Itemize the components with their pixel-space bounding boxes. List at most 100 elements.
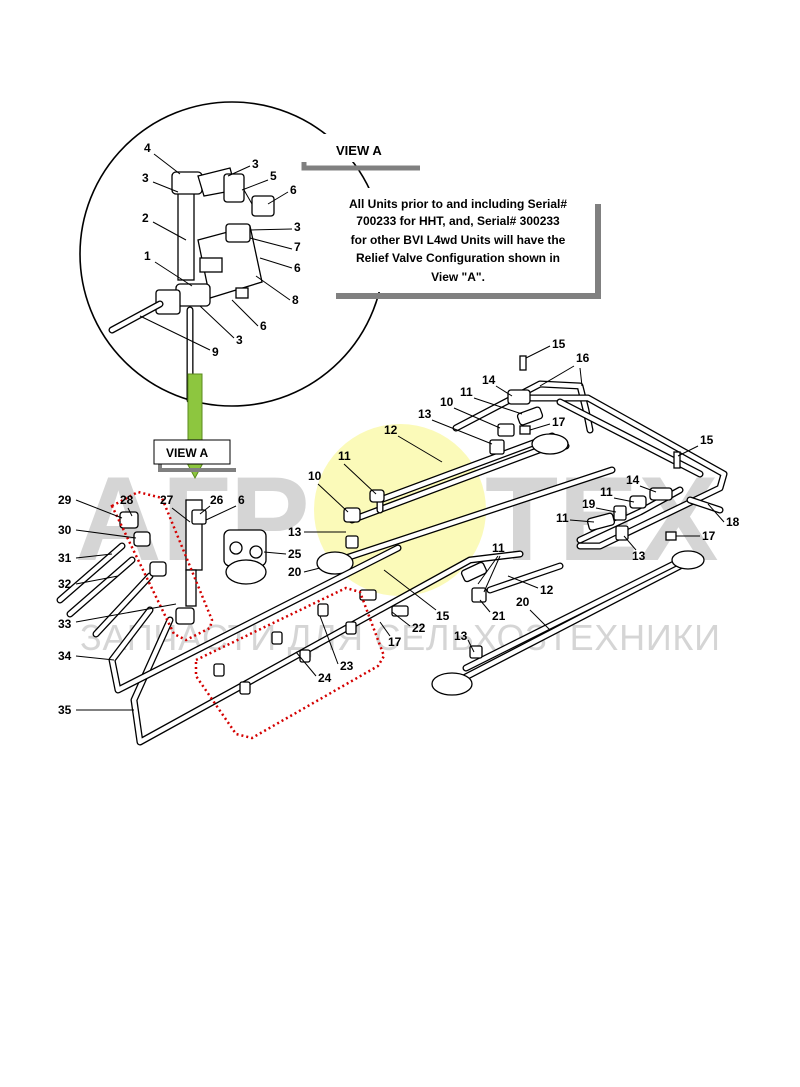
callout-3: 3 — [252, 157, 259, 171]
clamp-22 — [359, 589, 377, 601]
fitting-30b — [149, 561, 167, 577]
fitting-11-lower — [460, 561, 488, 583]
callout-13: 13 — [632, 549, 646, 563]
clamp-22b — [391, 605, 409, 617]
callout-30: 30 — [58, 523, 72, 537]
bolt-15-top — [519, 355, 527, 371]
callout-11: 11 — [492, 541, 505, 555]
callout-13: 13 — [454, 629, 468, 643]
callout-20: 20 — [516, 595, 530, 609]
callout-21: 21 — [492, 609, 506, 623]
callout-24: 24 — [318, 671, 332, 685]
callout-5: 5 — [270, 169, 277, 183]
callout-15: 15 — [700, 433, 714, 447]
callout-14: 14 — [482, 373, 496, 387]
callout-13: 13 — [288, 525, 302, 539]
callout-6: 6 — [260, 319, 267, 333]
cylinder-eye-left — [316, 551, 354, 575]
callout-6: 6 — [238, 493, 245, 507]
note-line-4: Relief Valve Configuration shown in — [356, 251, 560, 265]
highlight-left — [110, 490, 214, 642]
cylinder-eye-lower — [431, 672, 473, 696]
callout-16: 16 — [576, 351, 590, 365]
fitting-30c — [175, 607, 195, 625]
fitting-11-far-right — [586, 512, 616, 531]
fitting-26 — [191, 509, 207, 525]
callout-17: 17 — [552, 415, 566, 429]
nut-6-top — [251, 195, 275, 217]
fitting-14-right — [649, 487, 673, 501]
fitting-19 — [613, 505, 627, 521]
adapter-3 — [223, 173, 245, 203]
view-a-arrow-label: VIEW A — [166, 446, 209, 460]
clamp-24-d — [239, 681, 251, 695]
callout-33: 33 — [58, 617, 72, 631]
elbow-4 — [171, 171, 203, 195]
highlight-clamps — [194, 586, 386, 740]
clamp-24-a — [271, 631, 283, 645]
callout-19: 19 — [582, 497, 596, 511]
view-a-arrow: VIEW A — [153, 373, 236, 480]
nut-17-right — [665, 531, 677, 541]
fitting-30a — [133, 531, 151, 547]
fitting-14-top — [507, 389, 531, 405]
pipe-network — [56, 380, 728, 746]
nut-17-top — [519, 425, 531, 435]
callout-31: 31 — [58, 551, 72, 565]
cylinder-eye-upper — [531, 433, 569, 455]
fittings — [119, 355, 681, 695]
view-a-title: VIEW A — [336, 143, 382, 158]
note-line-5: View "A". — [431, 270, 485, 284]
tube-2 — [177, 189, 195, 281]
callout-15: 15 — [552, 337, 566, 351]
fitting-28 — [119, 511, 139, 529]
clamp-24-b — [299, 649, 311, 663]
note-line-2: 700233 for HHT, and, Serial# 300233 — [356, 214, 560, 228]
note-line-1: All Units prior to and including Serial# — [349, 197, 567, 211]
callout-26: 26 — [210, 493, 224, 507]
callout-13: 13 — [418, 407, 432, 421]
clamp-23-b — [345, 621, 357, 635]
highlight-regions — [110, 490, 386, 740]
callout-3: 3 — [236, 333, 243, 347]
callout-20: 20 — [288, 565, 302, 579]
callout-7: 7 — [294, 240, 301, 254]
callout-12: 12 — [540, 583, 554, 597]
callout-9: 9 — [212, 345, 219, 359]
callout-23: 23 — [340, 659, 354, 673]
clamp-23-a — [317, 603, 329, 617]
fitting-11-top — [516, 406, 544, 426]
callout-8: 8 — [292, 293, 299, 307]
note-line-3: for other BVI L4wd Units will have the — [351, 233, 566, 247]
serial-note: All Units prior to and including Serial#… — [322, 188, 601, 299]
callout-17: 17 — [388, 635, 402, 649]
fitting-13-top — [489, 439, 505, 455]
fitting-21 — [471, 587, 487, 603]
callout-10: 10 — [440, 395, 454, 409]
callout-11: 11 — [600, 485, 613, 499]
fitting-11-upper — [369, 489, 385, 503]
callout-18: 18 — [726, 515, 740, 529]
main-callouts: 15 16 14 11 10 13 17 12 15 11 10 14 11 1… — [58, 337, 740, 717]
callout-4: 4 — [144, 141, 151, 155]
fitting-11-right — [629, 495, 647, 509]
callout-12: 12 — [384, 423, 398, 437]
callout-3: 3 — [142, 171, 149, 185]
callout-35: 35 — [58, 703, 72, 717]
callout-17: 17 — [702, 529, 716, 543]
callout-14: 14 — [626, 473, 640, 487]
fitting-1 — [175, 283, 211, 307]
callout-28: 28 — [120, 493, 134, 507]
callout-22: 22 — [412, 621, 426, 635]
bolt-15-right — [673, 451, 681, 469]
callout-11: 11 — [460, 385, 473, 399]
clamp-24-c — [213, 663, 225, 677]
callout-1: 1 — [144, 249, 151, 263]
callout-11: 11 — [338, 449, 351, 463]
callout-32: 32 — [58, 577, 72, 591]
callout-25: 25 — [288, 547, 302, 561]
callout-11: 11 — [556, 511, 569, 525]
callout-6: 6 — [290, 183, 297, 197]
